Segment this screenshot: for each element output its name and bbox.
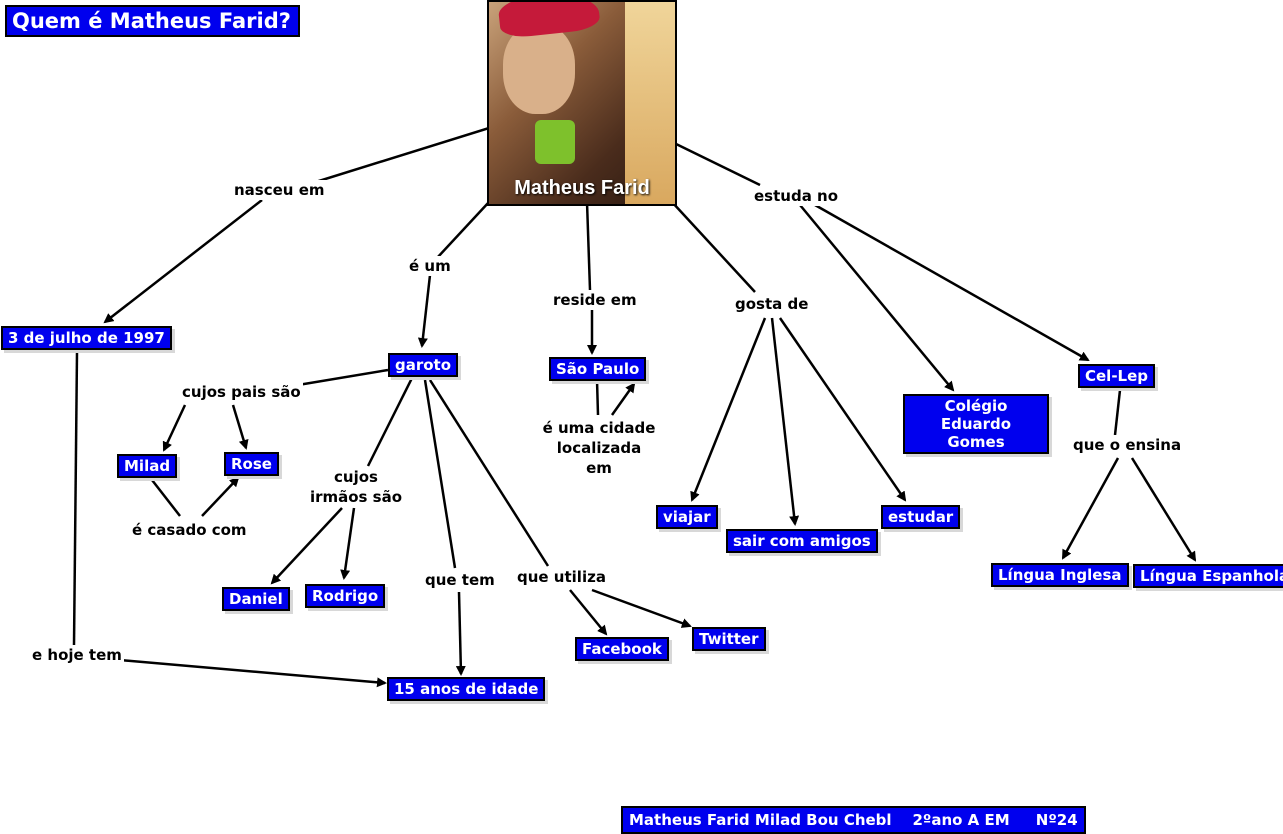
edge-utiliza-twitter: [591, 588, 692, 628]
edge-center-eum: [436, 201, 490, 259]
center-node-label: Matheus Farid: [514, 177, 650, 199]
node-cel-lep: Cel-Lep: [1078, 364, 1156, 388]
node-rose: Rose: [224, 452, 279, 476]
label-que-o-ensina: que o ensina: [1071, 435, 1184, 455]
photo-phone: [535, 120, 575, 164]
edge-utiliza-facebook: [569, 589, 608, 636]
edge-nasceu-birth: [103, 199, 263, 324]
edge-birth-hoje: [72, 351, 79, 646]
edge-cellep-ensina: [1113, 389, 1122, 436]
label-gosta-de: gosta de: [733, 294, 811, 314]
edge-eum-garoto: [417, 274, 432, 348]
edge-hoje-idade: [119, 658, 387, 688]
edge-milad-casado: [151, 479, 181, 517]
node-colegio: Colégio Eduardo Gomes: [903, 394, 1049, 454]
label-cujos-pais: cujos pais são: [180, 382, 303, 402]
photo-cap: [497, 2, 601, 40]
edge-estuda-cellep: [814, 203, 1090, 362]
label-e-um: é um: [407, 256, 453, 276]
footer-author: Matheus Farid Milad Bou Chebl 2ºano A EM…: [621, 806, 1086, 834]
profile-photo: Matheus Farid: [487, 0, 677, 206]
edge-center-gosta: [671, 201, 756, 293]
node-lingua-inglesa: Língua Inglesa: [991, 563, 1129, 587]
label-reside-em: reside em: [551, 290, 639, 310]
edge-center-reside: [585, 201, 592, 291]
edge-cidade-sp: [610, 382, 636, 416]
edge-pais-rose: [231, 404, 249, 450]
edge-pais-milad: [162, 404, 187, 452]
edge-garoto-irmaos: [366, 377, 414, 467]
node-facebook: Facebook: [575, 637, 669, 661]
diagram-title: Quem é Matheus Farid?: [5, 5, 300, 37]
label-que-tem: que tem: [423, 570, 497, 590]
label-cidade: é uma cidade localizada em: [540, 418, 658, 478]
node-lingua-espanhola: Língua Espanhola: [1133, 564, 1283, 588]
edge-gosta-sair: [770, 317, 800, 526]
node-rodrigo: Rodrigo: [305, 584, 386, 608]
photo-wall-bg: [625, 2, 675, 204]
node-milad: Milad: [117, 454, 178, 478]
edge-ensina-espanhola: [1130, 457, 1197, 562]
edge-gosta-estudar: [778, 317, 907, 502]
node-viajar: viajar: [656, 505, 718, 529]
node-estudar: estudar: [881, 505, 961, 529]
node-sair-com-amigos: sair com amigos: [726, 529, 878, 553]
edge-garoto-pais: [297, 368, 389, 387]
node-daniel: Daniel: [222, 587, 290, 611]
edge-ensina-inglesa: [1061, 457, 1120, 560]
photo-face: [503, 24, 575, 114]
edge-irmaos-daniel: [270, 507, 343, 585]
node-idade: 15 anos de idade: [387, 677, 546, 701]
label-cujos-irmaos: cujos irmãos são: [304, 467, 408, 507]
edge-casado-rose: [201, 476, 240, 517]
edge-center-estuda: [671, 140, 761, 187]
edge-gosta-viajar: [690, 317, 767, 502]
edge-quetem-idade: [455, 591, 466, 676]
label-que-utiliza: que utiliza: [515, 567, 608, 587]
node-sao-paulo: São Paulo: [549, 357, 647, 381]
edge-sp-cidade: [595, 379, 600, 416]
node-twitter: Twitter: [692, 627, 766, 651]
edge-irmaos-rodrigo: [340, 507, 356, 580]
edge-estuda-colegio: [799, 204, 955, 392]
edge-garoto-utiliza: [428, 379, 550, 567]
node-garoto: garoto: [388, 353, 459, 377]
edge-center-nasceu: [289, 126, 490, 192]
edge-garoto-quetem: [423, 379, 457, 569]
label-nasceu-em: nasceu em: [232, 180, 327, 200]
node-birth-date: 3 de julho de 1997: [1, 326, 172, 350]
label-casado-com: é casado com: [130, 520, 249, 540]
label-e-hoje-tem: e hoje tem: [30, 645, 124, 665]
label-estuda-no: estuda no: [752, 186, 841, 206]
